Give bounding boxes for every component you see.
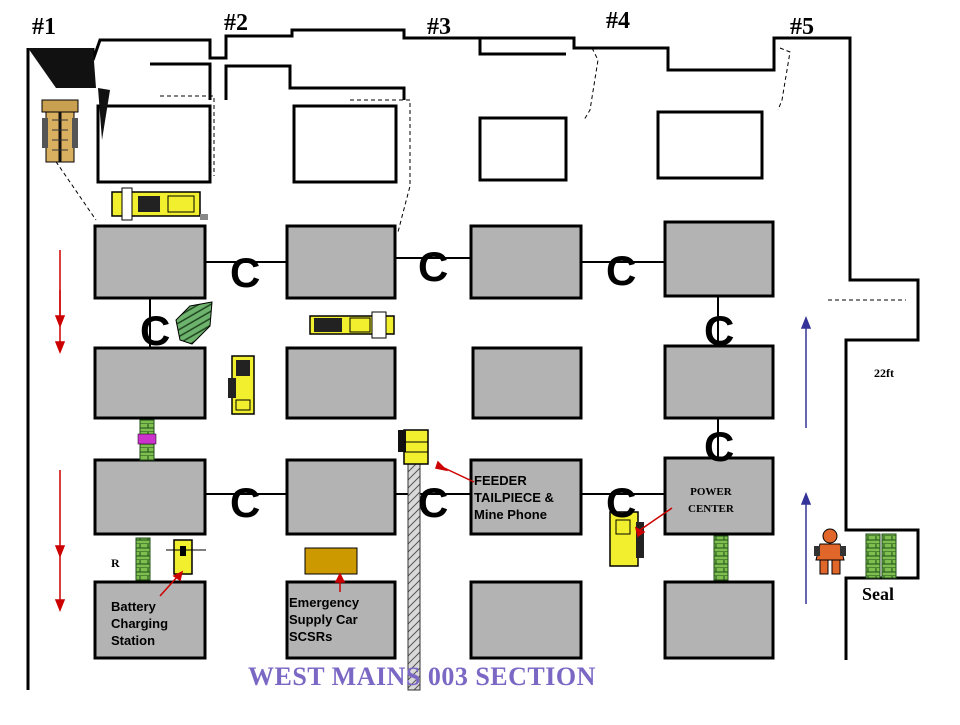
upper-pillars — [96, 104, 764, 184]
roof-bolter-icon — [111, 187, 201, 221]
crosscut-marker: C — [704, 307, 735, 354]
entry-label-4: #4 — [606, 8, 630, 34]
mine-outline — [26, 28, 920, 690]
stopping — [713, 535, 729, 581]
crosscut-marker: C — [418, 479, 449, 526]
feeder-label: FEEDER TAILPIECE & Mine Phone — [474, 473, 554, 522]
check-curtain — [137, 433, 157, 445]
scoop-icon — [228, 355, 255, 415]
entry-label-2: #2 — [224, 10, 248, 36]
crosscut-marker: C — [140, 307, 171, 354]
crosscut-marker: C — [704, 423, 735, 470]
battery-charger-icon — [166, 539, 206, 575]
stopping — [881, 533, 897, 579]
ventilation-curtain — [98, 88, 110, 140]
intake-airflow-arrows — [54, 250, 66, 613]
equipment-marker — [200, 214, 208, 220]
crosscut-marker: C — [230, 479, 261, 526]
entry-label-3: #3 — [427, 14, 451, 40]
section-title: WEST MAINS 003 SECTION — [248, 662, 596, 691]
stopping — [865, 533, 881, 579]
continuous-miner-icon — [41, 99, 79, 163]
emergency-supply-car-icon — [304, 547, 358, 575]
seal-label: Seal — [862, 584, 895, 604]
crosscut-marker: C — [230, 249, 261, 296]
width-label: 22ft — [874, 366, 894, 380]
power-center-label: POWER CENTER — [688, 486, 734, 515]
miner-person-icon — [814, 528, 846, 575]
gob-area-icon — [175, 301, 213, 345]
crosscut-marker: C — [606, 247, 637, 294]
stopping — [135, 537, 151, 581]
pillar-grid — [93, 220, 775, 660]
callout-arrows — [159, 460, 673, 597]
battery-label: Battery Charging Station — [111, 599, 169, 648]
crosscut-marker: C — [606, 479, 637, 526]
return-airflow-arrows — [800, 315, 812, 604]
r-marker-label: R — [111, 556, 120, 570]
crosscut-marker: C — [418, 243, 449, 290]
shuttle-car-icon — [609, 511, 644, 567]
mined-out-area — [28, 48, 96, 88]
entry-label-5: #5 — [790, 14, 814, 40]
entry-label-1: #1 — [32, 14, 56, 40]
emergency-label: Emergency Supply Car SCSRs — [289, 595, 360, 644]
feeder-icon — [398, 429, 429, 465]
shuttle-car-icon — [309, 311, 395, 339]
